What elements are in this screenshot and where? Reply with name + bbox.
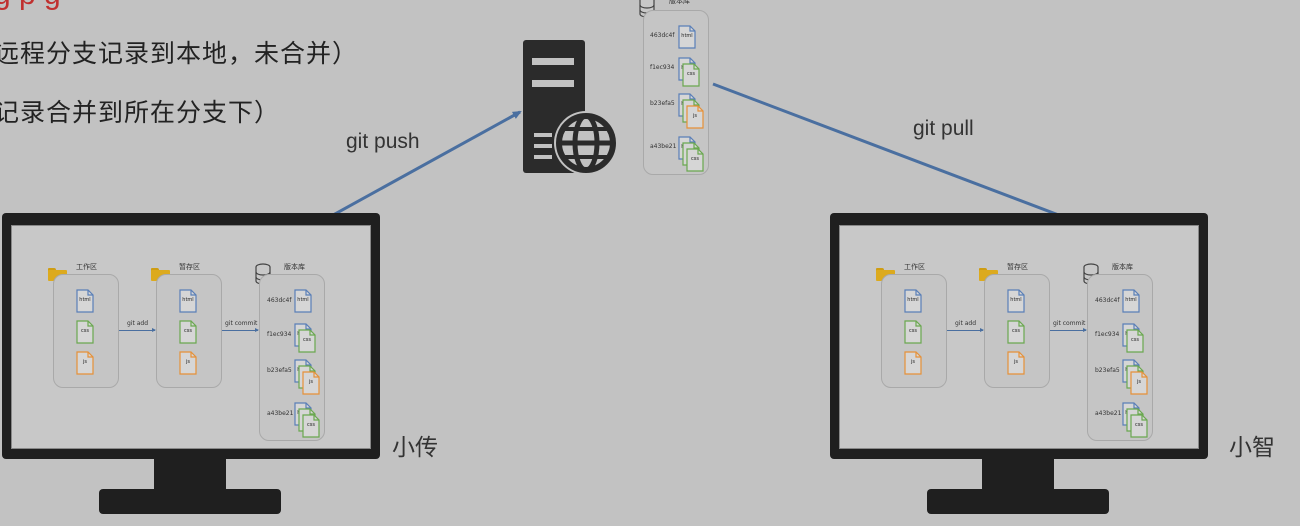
file-icon: js	[302, 371, 320, 395]
file-label: js	[1014, 359, 1018, 365]
staging-area-title: 暂存区	[179, 263, 200, 271]
git-add-arrow	[119, 328, 156, 332]
file-label: html	[79, 297, 91, 303]
file-icon: css	[904, 320, 922, 344]
screen-left: 工作区 html css js git add 暂存区 html css js git commi…	[11, 225, 371, 449]
monitor-left: 工作区 html css js git add 暂存区 html css js git commi…	[2, 213, 382, 518]
file-icon: js	[686, 105, 704, 129]
file-icon: css	[179, 320, 197, 344]
work-area-title: 工作区	[904, 263, 925, 271]
commit-id: 463dc4f	[267, 297, 292, 304]
file-label: css	[691, 156, 699, 162]
person-right-label: 小智	[1229, 435, 1275, 461]
heading-red-fragment: g p g	[0, 0, 61, 12]
person-left-label: 小传	[392, 435, 438, 461]
file-label: js	[83, 359, 87, 365]
git-commit-label: git commit	[1053, 320, 1086, 327]
file-label: html	[182, 297, 194, 303]
screen-right: 工作区 html css js git add 暂存区 html css js git commi…	[839, 225, 1199, 449]
commit-id: f1ec934	[1095, 331, 1120, 338]
file-icon: js	[1007, 351, 1025, 375]
git-add-label: git add	[955, 320, 977, 327]
file-icon: css	[1130, 414, 1148, 438]
commit-id: a43be21	[650, 143, 677, 150]
git-commit-arrow	[222, 328, 259, 332]
file-label: js	[911, 359, 915, 365]
file-icon: html	[678, 25, 696, 49]
file-label: css	[303, 337, 311, 343]
file-icon: css	[686, 148, 704, 172]
commit-id: a43be21	[1095, 410, 1122, 417]
file-label: css	[909, 328, 917, 334]
file-label: html	[1125, 297, 1137, 303]
file-label: js	[693, 113, 697, 119]
file-label: html	[297, 297, 309, 303]
file-icon: css	[298, 329, 316, 353]
heading-line-2: 记录合并到所在分支下）	[0, 98, 281, 127]
file-label: js	[186, 359, 190, 365]
commit-id: f1ec934	[267, 331, 292, 338]
staging-area-panel: html css js	[156, 274, 222, 388]
file-label: css	[184, 328, 192, 334]
staging-area-panel: html css js	[984, 274, 1050, 388]
file-label: html	[1010, 297, 1022, 303]
file-icon: css	[1007, 320, 1025, 344]
staging-area-title: 暂存区	[1007, 263, 1028, 271]
commit-id: 463dc4f	[1095, 297, 1120, 304]
file-label: css	[307, 422, 315, 428]
work-area-title: 工作区	[76, 263, 97, 271]
repository-title: 版本库	[1112, 263, 1133, 271]
commit-id: 463dc4f	[650, 32, 675, 39]
file-icon: html	[1122, 289, 1140, 313]
git-add-label: git add	[127, 320, 149, 327]
pull-arrow	[712, 82, 1116, 238]
repository-panel: 463dc4fhtmlf1ec934htmlcssb23efa5htmlcssj…	[1087, 274, 1153, 441]
git-commit-arrow	[1050, 328, 1087, 332]
file-label: css	[81, 328, 89, 334]
file-icon: css	[302, 414, 320, 438]
file-icon: html	[179, 289, 197, 313]
monitor-right: 工作区 html css js git add 暂存区 html css js git commi…	[830, 213, 1210, 518]
remote-repository-title: 版本库	[669, 0, 690, 5]
file-label: js	[309, 379, 313, 385]
pull-label: git pull	[913, 117, 974, 140]
file-icon: js	[904, 351, 922, 375]
file-icon: html	[294, 289, 312, 313]
file-label: css	[687, 71, 695, 77]
heading-line-1: 远程分支记录到本地，未合并）	[0, 39, 359, 68]
file-label: html	[907, 297, 919, 303]
file-icon: html	[1007, 289, 1025, 313]
commit-id: b23efa5	[650, 100, 675, 107]
work-area-panel: html css js	[881, 274, 947, 388]
commit-id: b23efa5	[267, 367, 292, 374]
file-label: css	[1135, 422, 1143, 428]
file-icon: js	[76, 351, 94, 375]
repository-panel: 463dc4fhtmlf1ec934htmlcssb23efa5htmlcssj…	[259, 274, 325, 441]
work-area-panel: html css js	[53, 274, 119, 388]
repository-title: 版本库	[284, 263, 305, 271]
commit-id: f1ec934	[650, 64, 675, 71]
commit-id: b23efa5	[1095, 367, 1120, 374]
file-icon: css	[76, 320, 94, 344]
push-label: git push	[346, 130, 420, 153]
commit-id: a43be21	[267, 410, 294, 417]
git-add-arrow	[947, 328, 984, 332]
file-icon: css	[682, 63, 700, 87]
file-label: css	[1131, 337, 1139, 343]
file-label: css	[1012, 328, 1020, 334]
remote-repository-panel: 463dc4fhtmlf1ec934htmlcssb23efa5htmlcssj…	[643, 10, 709, 175]
file-icon: css	[1126, 329, 1144, 353]
file-icon: js	[1130, 371, 1148, 395]
file-icon: html	[76, 289, 94, 313]
server-globe-icon	[523, 40, 618, 175]
file-icon: js	[179, 351, 197, 375]
git-commit-label: git commit	[225, 320, 258, 327]
file-label: js	[1137, 379, 1141, 385]
file-label: html	[681, 33, 693, 39]
file-icon: html	[904, 289, 922, 313]
